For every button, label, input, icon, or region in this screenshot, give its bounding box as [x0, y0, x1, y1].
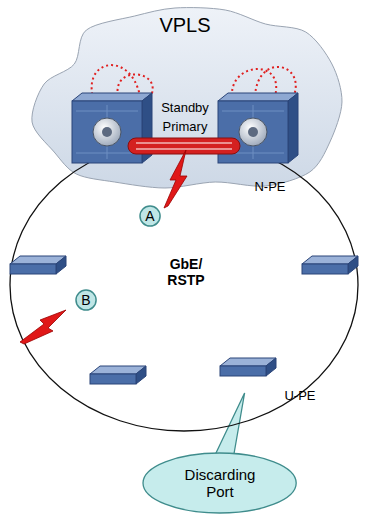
callout-circle: A: [139, 205, 161, 227]
device-label: U-PE: [284, 389, 315, 404]
callout-circle-shape: [140, 206, 160, 226]
primary-label: Primary: [163, 120, 208, 135]
callout-letter: A: [145, 208, 154, 224]
primary-pseudowire: [128, 138, 240, 154]
primary-pseudowire: [136, 142, 232, 143]
u-pe-switch: [302, 256, 358, 274]
u-pe-switch: [220, 358, 276, 376]
callout-circle-shape: [76, 290, 96, 310]
callout-circle: B: [75, 289, 97, 311]
device-label: N-PE: [254, 180, 285, 195]
bubble-text: Discarding Port: [172, 466, 268, 501]
primary-pseudowire: [136, 148, 232, 149]
u-pe-switch: [10, 256, 66, 274]
u-pe-switch: [90, 366, 146, 384]
standby-pseudowire: [232, 69, 276, 96]
callout-letter: B: [81, 292, 90, 308]
link-label: GbE/ RSTP: [161, 256, 211, 288]
failure-bolt: [164, 150, 187, 208]
rstp-ring: [10, 139, 358, 431]
bubble-shape: [143, 453, 296, 513]
failure-bolt: [20, 310, 66, 344]
standby-label: Standby: [161, 101, 209, 116]
speech-bubble: Discarding Port: [142, 452, 297, 514]
cloud-label: VPLS: [24, 14, 346, 37]
bubble-joint: [216, 454, 232, 460]
